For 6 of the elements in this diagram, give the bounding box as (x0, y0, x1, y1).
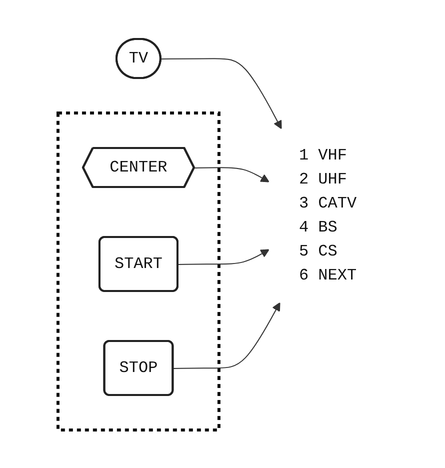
arrow (178, 248, 270, 264)
cluster (56, 111, 221, 431)
arrow (160, 58, 282, 129)
arrow (194, 166, 270, 182)
arrow (172, 302, 280, 368)
node-text: 1 VHF 2 UHF 3 CATV 4 BS 5 CS 6 NEXT (299, 146, 357, 284)
